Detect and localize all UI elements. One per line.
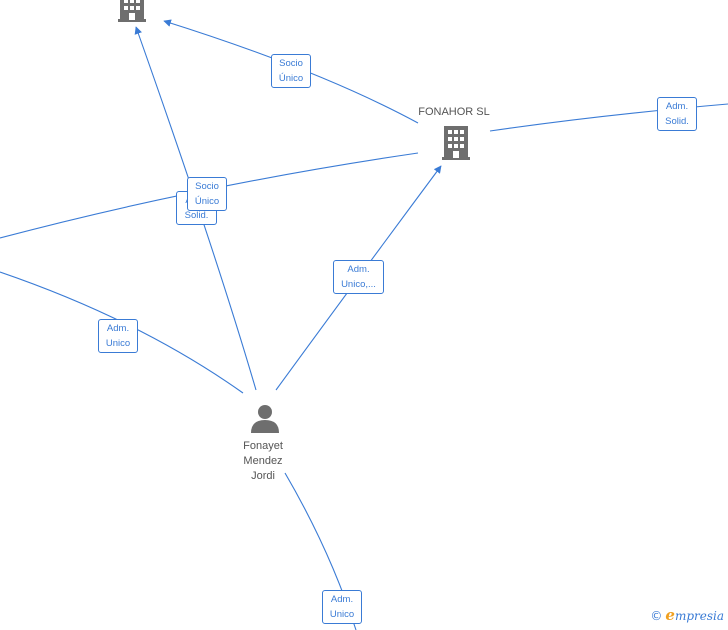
person-label: Fonayet Mendez Jordi	[243, 440, 283, 482]
building-icon-fonahor	[442, 126, 470, 160]
copyright-icon: ©	[650, 609, 663, 623]
empresia-logo: ©empresia	[650, 606, 724, 624]
edge-label-person-fonahor[interactable]: Adm.Unico,...	[333, 260, 384, 294]
fonahor-label: FONAHOR SL	[418, 106, 490, 118]
edge-label-left-adm[interactable]: Adm.Unico	[98, 319, 138, 353]
edge-person-to-top	[134, 26, 257, 391]
person-icon	[251, 405, 279, 433]
edge-label-right-adm[interactable]: Adm.Solid.	[657, 97, 697, 131]
building-icon-top	[118, 0, 146, 22]
edge-label-bottom-adm[interactable]: Adm.Unico	[322, 590, 362, 624]
